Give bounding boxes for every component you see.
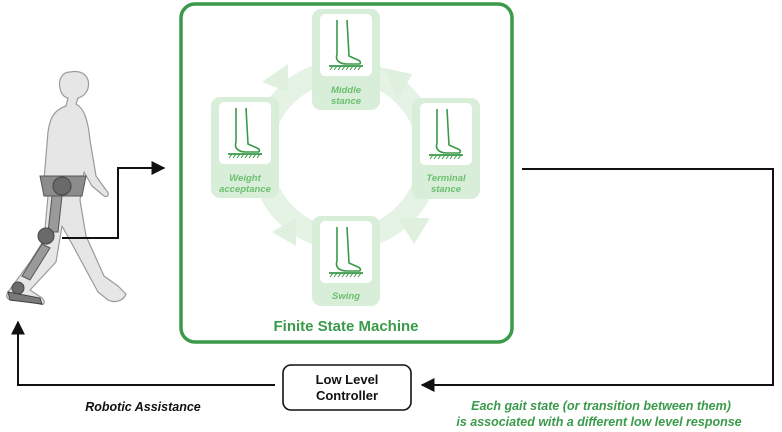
gait-state-note-line1: Each gait state (or transition between t… — [471, 399, 731, 413]
robotic-assistance-arrow — [11, 320, 275, 386]
controller-label-line1: Low Level — [316, 372, 379, 387]
controller-label-line2: Controller — [316, 388, 378, 403]
state-middle-stance: Middle stance — [312, 9, 380, 110]
state-label-line2: stance — [331, 96, 362, 107]
robotic-assistance-label: Robotic Assistance — [85, 400, 201, 414]
cycle-arrow-se — [398, 218, 430, 244]
fsm-title: Finite State Machine — [273, 318, 418, 335]
state-label-line2: stance — [431, 184, 462, 195]
state-output-arrow — [420, 168, 774, 392]
walking-person-icon — [6, 70, 127, 306]
cycle-arrow-sw — [272, 218, 296, 246]
state-label-line1: Terminal — [426, 173, 466, 184]
state-label-line1: Weight — [229, 173, 261, 184]
state-terminal-stance: Terminal stance — [412, 98, 480, 199]
fsm-frame — [179, 2, 514, 344]
state-label-line1: Middle — [331, 85, 362, 96]
state-weight-acceptance: Weight acceptance — [211, 97, 279, 198]
state-label-line1: Swing — [332, 291, 360, 302]
state-label-line2: acceptance — [219, 184, 271, 195]
gait-state-note-line2: is associated with a different low level… — [456, 415, 741, 429]
cycle-arrow-ne — [384, 68, 412, 100]
state-swing: Swing — [312, 216, 380, 306]
cycle-arrow-nw — [262, 64, 288, 92]
sensor-signal-arrow — [62, 161, 166, 239]
low-level-controller-box: Low Level Controller — [282, 364, 412, 411]
